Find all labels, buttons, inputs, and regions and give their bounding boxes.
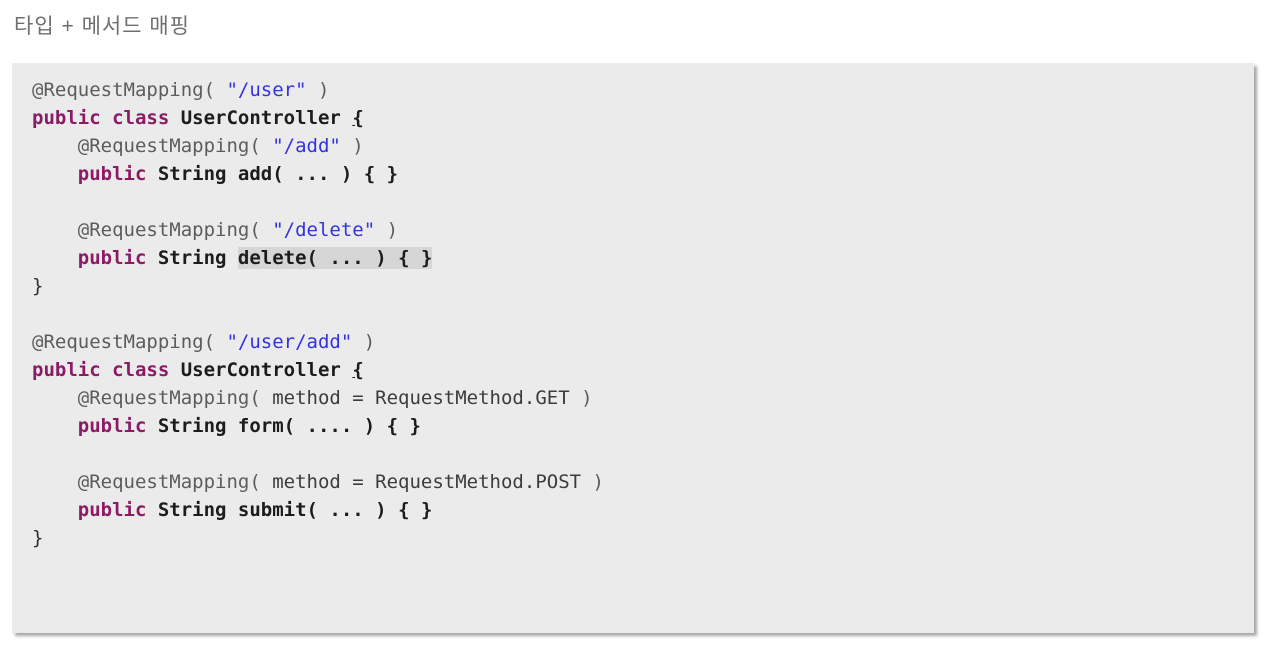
code-line: } xyxy=(32,272,1254,300)
code-line: @RequestMapping( method = RequestMethod.… xyxy=(32,468,1254,496)
code-segment-annotation: @RequestMapping( xyxy=(32,331,227,353)
code-segment-close: } xyxy=(32,275,44,297)
code-line: @RequestMapping( "/add" ) xyxy=(32,132,1254,160)
code-segment-annotation: @RequestMapping( xyxy=(32,471,273,493)
code-segment-name: String form( .... ) { } xyxy=(146,415,421,437)
code-segment-close: } xyxy=(32,527,44,549)
code-segment-plain xyxy=(32,163,78,185)
code-line: public class UserController { xyxy=(32,356,1254,384)
code-segment-annotation: @RequestMapping( xyxy=(32,79,227,101)
code-line: public String form( .... ) { } xyxy=(32,412,1254,440)
code-line: public class UserController { xyxy=(32,104,1254,132)
code-segment-keyword: public xyxy=(77,247,147,269)
code-segment-plain: method = RequestMethod.POST xyxy=(272,471,582,493)
code-segment-string: "/add" xyxy=(272,135,341,157)
code-line: @RequestMapping( "/delete" ) xyxy=(32,216,1254,244)
code-line xyxy=(32,300,1254,328)
code-segment-annotation: ) xyxy=(375,219,399,241)
code-segment-name: UserController xyxy=(180,359,353,381)
code-segment-string: "/user" xyxy=(226,79,307,101)
code-line: public String add( ... ) { } xyxy=(32,160,1254,188)
code-block: @RequestMapping( "/user" )public class U… xyxy=(12,63,1254,633)
code-segment-annotation: @RequestMapping( xyxy=(32,219,273,241)
code-segment-keyword: public xyxy=(77,415,147,437)
code-line: @RequestMapping( "/user/add" ) xyxy=(32,328,1254,356)
code-segment-brace: { xyxy=(352,107,364,129)
code-segment-keyword: public xyxy=(77,499,147,521)
code-segment-keyword: public class xyxy=(32,359,181,381)
code-line: public String submit( ... ) { } xyxy=(32,496,1254,524)
code-line: } xyxy=(32,524,1254,552)
code-segment-name: String add( ... ) { } xyxy=(146,163,399,185)
code-segment-annotation: ) xyxy=(352,331,376,353)
code-segment-annotation: ) xyxy=(306,79,330,101)
code-line: @RequestMapping( method = RequestMethod.… xyxy=(32,384,1254,412)
code-segment-annotation: ) xyxy=(581,471,604,493)
code-segment-brace: { xyxy=(352,359,364,381)
code-segment-plain xyxy=(32,499,78,521)
code-segment-keyword: public xyxy=(77,163,147,185)
code-segment-annotation: ) xyxy=(340,135,364,157)
code-segment-keyword: public class xyxy=(32,107,181,129)
code-segment-plain: method = RequestMethod.GET xyxy=(272,387,570,409)
code-segment-plain xyxy=(32,415,78,437)
code-segment-highlight: delete( ... ) { } xyxy=(237,247,433,269)
code-segment-string: "/user/add" xyxy=(226,331,353,353)
code-segment-annotation: ) xyxy=(569,387,593,409)
code-segment-plain xyxy=(32,247,78,269)
code-segment-string: "/delete" xyxy=(272,219,376,241)
code-line: @RequestMapping( "/user" ) xyxy=(32,76,1254,104)
code-segment-name: String submit( ... ) { } xyxy=(146,499,433,521)
code-segment-name: String xyxy=(146,247,238,269)
page-title: 타입 + 메서드 매핑 xyxy=(14,15,191,38)
code-line xyxy=(32,440,1254,468)
code-segment-annotation: @RequestMapping( xyxy=(32,387,273,409)
code-line: public String delete( ... ) { } xyxy=(32,244,1254,272)
code-segment-name: UserController xyxy=(180,107,353,129)
code-segment-annotation: @RequestMapping( xyxy=(32,135,273,157)
code-line xyxy=(32,188,1254,216)
